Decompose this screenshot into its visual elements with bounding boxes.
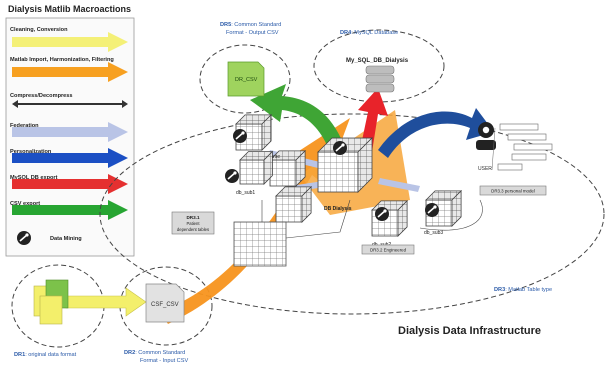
legend-item-label: Data Mining: [50, 236, 82, 242]
data-mining-icon: [425, 203, 439, 217]
data-mining-icon: [233, 129, 247, 143]
legend-item-label: Compress/Decompress: [10, 93, 73, 99]
csv-output-label: DR_CSV: [235, 77, 258, 83]
legend-item: Data Mining: [17, 231, 82, 245]
legend-arrow-icon: [12, 200, 128, 220]
csv-export-arrow: [250, 84, 345, 152]
zone-dr5-line2: Format - Output CSV: [226, 30, 279, 36]
legend-item-label: Federation: [10, 123, 39, 129]
data-mining-icon: [225, 169, 239, 183]
zone-dr5-ellipse: [199, 44, 291, 114]
cube-label: db_sub3: [424, 230, 443, 236]
zone-dr4-text: : MySQL Database: [351, 30, 398, 36]
legend-mining-icon: [17, 231, 31, 245]
dr3-engineered-label: DR3.2 Engineered: [370, 248, 407, 253]
csv-input-doc: CSF_CSV: [145, 283, 185, 323]
cube-label: db_sub1: [236, 190, 255, 196]
csv-output-doc: DR_CSV: [227, 61, 265, 97]
legend-item-label: Cleaning, Conversion: [10, 27, 68, 33]
dr3-personal-label: DR3.3 personal model: [491, 189, 535, 194]
legend: Dialysis Matlib Macroactions Cleaning, C…: [5, 4, 135, 257]
federation-arrow-2: [378, 178, 420, 192]
zone-dr4-prefix: DR4: [340, 30, 352, 36]
zone-dr3-text: : Matlab Table type: [505, 287, 552, 293]
dr3-patient-line1: DR3.1: [186, 215, 199, 220]
connector-lines: [261, 199, 483, 239]
mysql-label: My_SQL_DB_Dialysis: [346, 58, 409, 64]
dr3-engineered-box: DR3.2 Engineered: [361, 244, 415, 255]
database-icon: [365, 65, 395, 93]
patient-tables-grid: [233, 221, 287, 267]
cube-label: DB Dialysis: [324, 206, 352, 212]
personalization-arrow: [378, 108, 494, 158]
data-cube: [275, 185, 313, 223]
zone-dr2-ellipse: [119, 266, 213, 346]
dr3-patient-box: DR3.1 Patient dependent tables: [171, 211, 215, 235]
legend-item: Personalization: [10, 148, 128, 168]
data-cube: db_sub3: [424, 189, 463, 236]
legend-item-label: Matlab Import, Harmonization, Filtering: [10, 57, 114, 63]
zone-dr2-prefix: DR2: [124, 350, 135, 356]
legend-item-label: Personalization: [10, 149, 52, 155]
legend-item: Matlab Import, Harmonization, Filtering: [10, 57, 128, 82]
legend-item: Compress/Decompress: [10, 93, 128, 108]
original-data-icon: [33, 279, 69, 325]
data-cube: DB Dialysis: [317, 137, 373, 212]
zone-dr5-line1: : Common Standard: [231, 22, 281, 28]
user-area: USER: [476, 122, 553, 172]
zone-dr2-line1: : Common Standard: [135, 350, 185, 356]
legend-title: Dialysis Matlib Macroactions: [8, 4, 131, 14]
legend-arrow-icon: [12, 122, 128, 142]
zone-dr5-prefix: DR5: [220, 22, 231, 28]
zone-dr3-label: DR3: Matlab Table type: [494, 287, 552, 293]
dr3-patient-line3: dependent tables: [177, 227, 209, 232]
mysql-database: My_SQL_DB_Dialysis: [346, 58, 409, 93]
legend-item: MySQL DB export: [10, 174, 128, 194]
zones: [11, 29, 605, 348]
legend-item: Federation: [10, 122, 128, 142]
diagram-title: Dialysis Data Infrastructure: [398, 325, 541, 337]
zone-dr3-prefix: DR3: [494, 287, 505, 293]
zone-dr1-text: : original data format: [25, 352, 76, 358]
zone-dr2-line2: Format - Input CSV: [140, 358, 188, 364]
user-table-stack: [491, 123, 553, 171]
legend-item-label: CSV export: [10, 201, 40, 207]
legend-double-arrow-icon: [12, 100, 128, 108]
mysql-export-arrow: [358, 88, 388, 152]
dr3-personal-box: DR3.3 personal model: [479, 185, 547, 196]
data-cube: db_sub1: [236, 150, 274, 196]
zone-dr4-label: DR4: MySQL Database: [340, 30, 398, 36]
csv-input-label: CSF_CSV: [151, 302, 179, 308]
zone-dr3-ellipse: [99, 113, 605, 315]
zone-dr1-label: DR1: original data format: [14, 352, 77, 358]
data-mining-icon: [375, 207, 389, 221]
user-label: USER: [478, 166, 492, 172]
dr3-patient-line2: Patient: [186, 221, 200, 226]
data-mining-icon: [333, 141, 347, 155]
data-cube: db_sub2: [371, 199, 409, 248]
legend-item: CSV export: [10, 200, 128, 220]
legend-item-label: MySQL DB export: [10, 175, 58, 181]
zone-dr2-label: DR2: Common Standard: [124, 350, 185, 356]
user-icon: [476, 122, 496, 150]
legend-arrow-icon: [12, 32, 128, 52]
legend-arrow-icon: [12, 62, 128, 82]
legend-arrow-icon: [12, 148, 128, 168]
zone-dr5-label: DR5: Common Standard: [220, 22, 281, 28]
zone-labels: DR1: original data format DR2: Common St…: [14, 22, 552, 364]
legend-arrow-icon: [12, 174, 128, 194]
cleaning-arrow: [65, 287, 147, 317]
legend-item: Cleaning, Conversion: [10, 27, 128, 52]
zone-dr1-prefix: DR1: [14, 352, 25, 358]
